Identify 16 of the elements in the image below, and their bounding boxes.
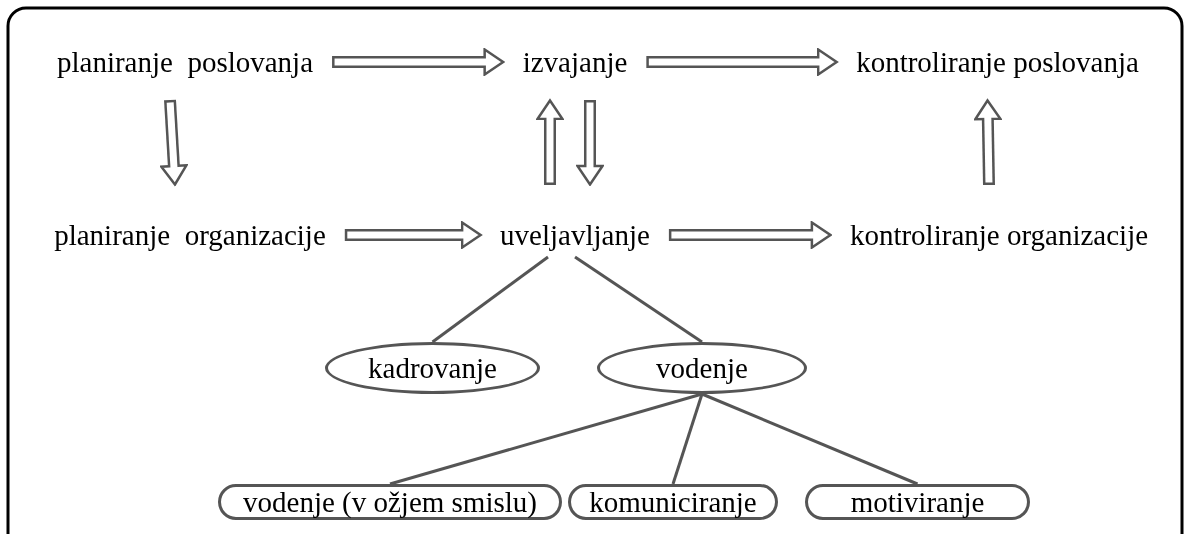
- rounded-box: vodenje (v ožjem smislu): [218, 484, 562, 520]
- node-label: izvajanje: [518, 40, 632, 84]
- ellipse-node: vodenje: [597, 342, 807, 394]
- rounded-box: komuniciranje: [568, 484, 778, 520]
- node-label: kontroliranje organizacije: [845, 213, 1153, 257]
- ellipse-node: kadrovanje: [325, 342, 540, 394]
- node-label: uveljavljanje: [496, 213, 654, 257]
- connector-line: [701, 392, 919, 486]
- node-label: planiranje poslovanja: [52, 40, 318, 84]
- connector-line: [389, 392, 703, 486]
- connector-line: [431, 255, 549, 344]
- connector-line: [574, 255, 703, 344]
- node-label: kontroliranje poslovanja: [852, 40, 1143, 84]
- rounded-box: motiviranje: [805, 484, 1030, 520]
- node-label: planiranje organizacije: [50, 213, 330, 257]
- connector-line: [671, 393, 704, 485]
